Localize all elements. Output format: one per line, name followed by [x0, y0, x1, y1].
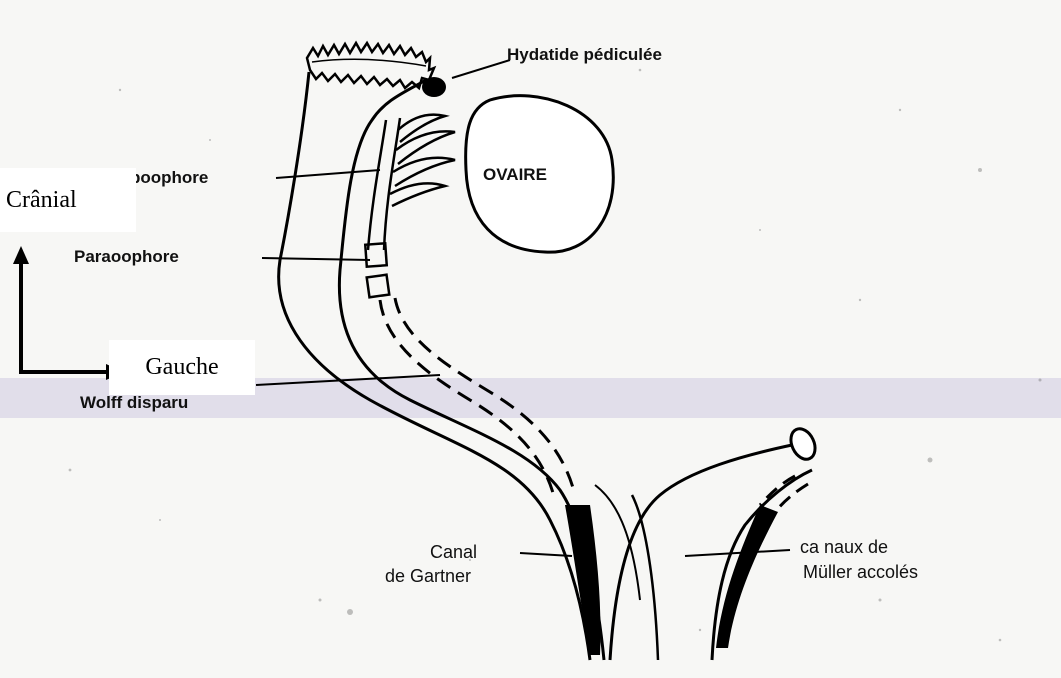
hydatide-label: Hydatide pédiculée — [507, 45, 662, 64]
gauche-label: Gauche — [109, 340, 255, 395]
ovary-label: OVAIRE — [483, 165, 547, 184]
cranial-label: Crânial — [0, 168, 136, 232]
canal-label-1: Canal — [430, 542, 477, 562]
muller-label-2: Müller accolés — [803, 562, 918, 582]
epoophore-label: poophore — [130, 168, 208, 187]
paraoophore-label: Paraoophore — [74, 247, 179, 266]
muller-label-1: ca naux de — [800, 537, 888, 557]
canal-label-2: de Gartner — [385, 566, 471, 586]
wolff-label: Wolff disparu — [80, 393, 188, 412]
